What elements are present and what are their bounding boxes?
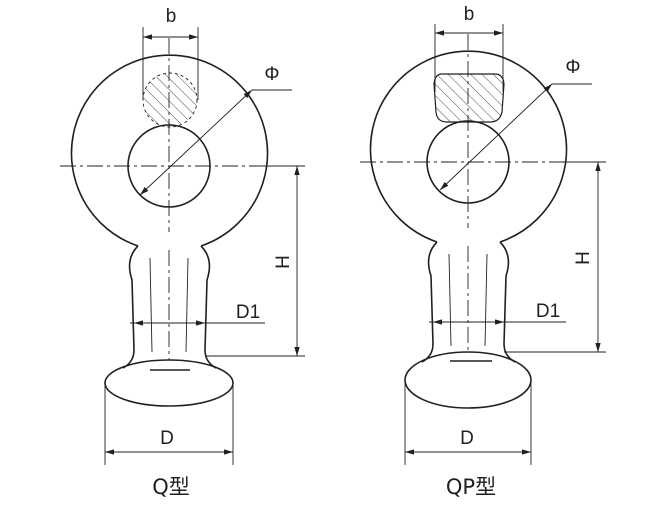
q-neck-right	[200, 245, 217, 369]
q-caption: Q型	[152, 475, 190, 499]
q-type-drawing	[60, 27, 305, 465]
qp-caption: QP型	[446, 475, 496, 499]
q-label-phi: Φ	[264, 64, 279, 85]
qp-label-phi: Φ	[565, 57, 580, 78]
qp-label-d: D	[460, 428, 474, 449]
q-label-h: H	[273, 255, 294, 269]
qp-type-drawing	[360, 24, 606, 465]
qp-neck	[421, 241, 438, 363]
q-label-d1: D1	[236, 302, 260, 323]
q-neck	[122, 245, 139, 369]
qp-eye-ring	[369, 50, 568, 243]
q-head	[104, 359, 234, 407]
q-label-d: D	[160, 428, 174, 449]
q-eye-ring	[70, 54, 269, 247]
qp-label-b: b	[464, 4, 475, 25]
q-label-b: b	[166, 6, 177, 27]
q-hatched-section	[143, 73, 197, 127]
qp-label-d1: D1	[536, 301, 560, 322]
qp-label-h: H	[573, 251, 594, 265]
qp-neck-right	[499, 241, 516, 363]
qp-hatched-section	[433, 73, 505, 123]
